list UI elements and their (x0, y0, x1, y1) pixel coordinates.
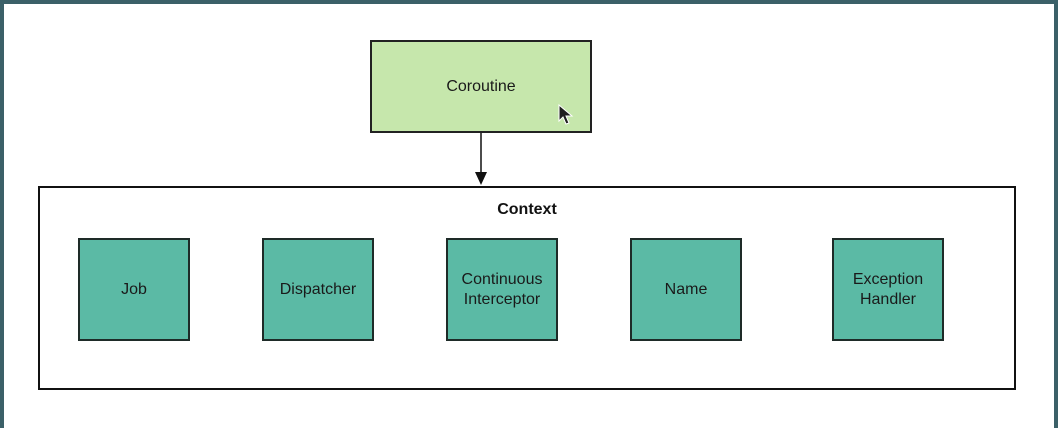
diagram-canvas: Coroutine Context Job Dispatcher Continu… (4, 4, 1054, 428)
context-title: Context (497, 201, 557, 218)
element-continuous-interceptor: Continuous Interceptor (446, 238, 558, 341)
element-name-label: Name (664, 280, 708, 298)
mouse-pointer-icon (558, 104, 574, 125)
element-name: Name (630, 238, 742, 341)
element-exception-handler: Exception Handler (832, 238, 944, 341)
element-continuous-interceptor-label: Continuous Interceptor (461, 270, 543, 308)
coroutine-node: Coroutine (370, 40, 592, 133)
element-job-label: Job (121, 280, 147, 298)
context-container: Context Job Dispatcher Continuous Interc… (38, 186, 1016, 390)
element-dispatcher-label: Dispatcher (279, 280, 357, 298)
element-exception-handler-label: Exception Handler (852, 270, 924, 308)
element-job: Job (78, 238, 190, 341)
element-dispatcher: Dispatcher (262, 238, 374, 341)
coroutine-to-context-connector (475, 133, 487, 185)
coroutine-label: Coroutine (446, 77, 516, 95)
arrowhead-icon (475, 172, 487, 185)
